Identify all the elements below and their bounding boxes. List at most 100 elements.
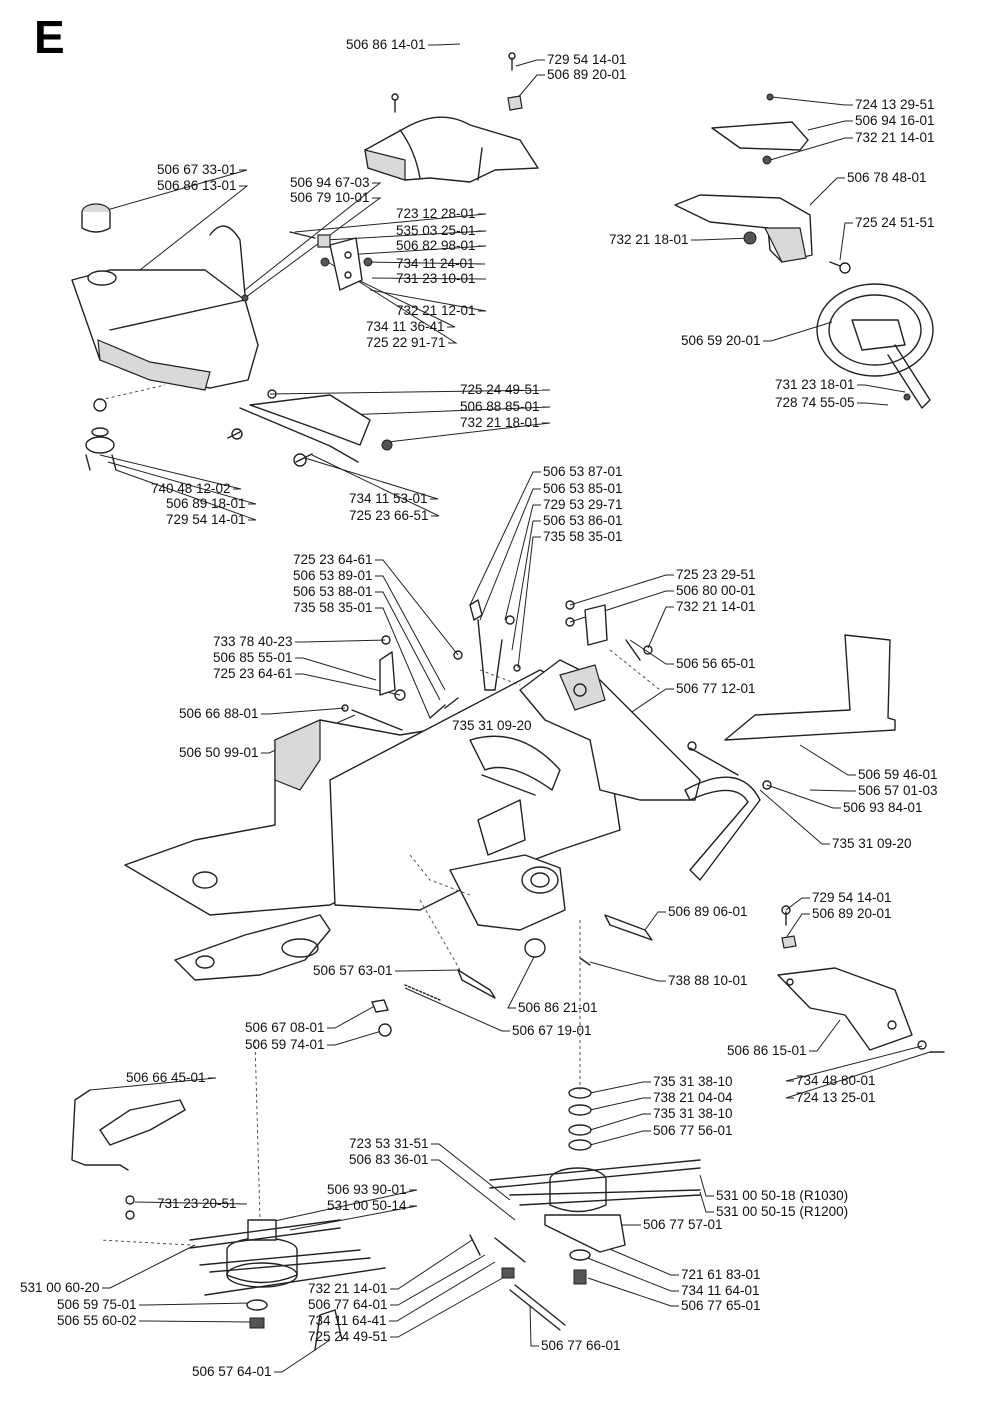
part-number-label: 729 54 14-01	[166, 512, 246, 527]
leader-line	[375, 591, 441, 701]
part-number-label: 506 66 45-01	[126, 1070, 206, 1085]
leader-line	[809, 1019, 841, 1052]
brackets-drawing	[227, 231, 393, 467]
seat-pan-drawing	[364, 52, 539, 183]
leader-line	[107, 461, 257, 505]
leader-line	[311, 454, 440, 517]
part-number-label: 506 83 36-01	[349, 1152, 429, 1167]
part-number-label: 506 67 08-01	[245, 1020, 325, 1035]
leader-line	[387, 422, 551, 443]
dashboard-drawing	[674, 93, 934, 409]
leader-line	[357, 279, 456, 328]
leader-line	[619, 688, 674, 721]
leader-line	[589, 1081, 651, 1094]
leader-line	[390, 1254, 486, 1306]
linkage-drawing	[379, 599, 653, 719]
leader-line	[529, 1304, 539, 1347]
leader-line	[431, 1143, 511, 1201]
leader-line	[857, 402, 889, 406]
part-number-label: 725 24 49-51	[460, 382, 540, 397]
leader-line	[759, 789, 830, 845]
part-number-label: 725 23 66-51	[349, 508, 429, 523]
leader-line	[857, 384, 906, 393]
part-number-label: 734 11 64-41	[308, 1313, 387, 1328]
part-number-label: 506 89 06-01	[668, 904, 748, 919]
leader-line	[785, 1051, 931, 1099]
part-number-label: 506 85 55-01	[213, 650, 293, 665]
leader-line	[569, 574, 674, 606]
part-number-label: 506 93 84-01	[843, 800, 923, 815]
leader-line	[428, 43, 461, 46]
part-number-label: 734 11 64-01	[681, 1283, 760, 1298]
leader-line	[289, 1205, 418, 1231]
part-number-label: 506 77 65-01	[681, 1298, 761, 1313]
leader-line	[367, 261, 486, 265]
part-number-label: 734 48 80-01	[796, 1073, 876, 1088]
leader-line	[294, 213, 487, 233]
part-number-label: 506 59 46-01	[858, 767, 938, 782]
part-number-label: 732 21 18-01	[460, 415, 540, 430]
part-number-label: 721 61 83-01	[681, 1267, 761, 1282]
leader-line	[809, 177, 845, 206]
leader-line	[134, 1201, 248, 1205]
leader-line	[390, 1239, 473, 1290]
leader-line	[644, 911, 666, 931]
part-number-label: 734 11 24-01	[396, 256, 475, 271]
construction-lines	[99, 384, 661, 1246]
part-number-label: 506 89 20-01	[812, 906, 892, 921]
part-number-label: 506 77 57-01	[643, 1217, 723, 1232]
part-number-label: 506 59 74-01	[245, 1037, 325, 1052]
part-number-label: 506 53 89-01	[293, 568, 373, 583]
leader-line	[295, 639, 386, 643]
part-number-label: 733 78 40-23	[213, 634, 293, 649]
leader-line	[139, 1320, 253, 1323]
part-number-label: 506 67 33-01	[157, 162, 237, 177]
part-number-label: 531 00 50-18 (R1030)	[716, 1188, 849, 1203]
leader-line	[699, 1191, 714, 1213]
leader-line	[599, 1244, 679, 1276]
leader-line	[295, 657, 377, 681]
leader-line	[799, 744, 856, 776]
part-number-label: 506 94 67-03	[290, 175, 370, 190]
part-number-label: 732 21 18-01	[609, 232, 689, 247]
leader-line	[785, 1045, 923, 1082]
part-number-label: 506 53 86-01	[543, 513, 623, 528]
part-number-label: 506 89 20-01	[547, 67, 627, 82]
leader-line	[241, 197, 382, 301]
fuel-tank-drawing	[71, 203, 259, 471]
leader-line	[389, 1261, 496, 1322]
leader-line	[269, 389, 551, 395]
part-number-label: 506 66 88-01	[179, 706, 259, 721]
foot-plate-drawing	[687, 634, 896, 790]
part-number-label: 531 00 60-20	[20, 1280, 100, 1295]
section-letter: E	[34, 11, 65, 63]
leader-line	[629, 639, 674, 665]
leader-line	[763, 321, 833, 342]
leader-line	[99, 454, 242, 490]
leader-line	[431, 1159, 516, 1221]
leader-lines	[89, 43, 931, 1373]
leader-line	[244, 182, 382, 291]
part-number-label: 729 54 14-01	[812, 890, 892, 905]
leader-line	[839, 222, 853, 261]
part-number-label: 723 12 28-01	[396, 206, 476, 221]
part-number-label: 732 21 14-01	[855, 130, 935, 145]
leader-line	[504, 504, 541, 621]
leader-line	[102, 1244, 196, 1289]
part-number-label: 738 21 04-04	[653, 1090, 733, 1105]
leader-line	[295, 673, 401, 696]
leader-line	[785, 913, 810, 939]
leader-line	[324, 230, 487, 241]
part-number-label: 732 21 12-01	[396, 303, 476, 318]
rods-springs-drawing	[341, 704, 653, 1037]
part-number-label: 506 55 60-02	[57, 1313, 137, 1328]
part-number-label: 506 53 88-01	[293, 584, 373, 599]
part-number-label: 729 53 29-71	[543, 497, 623, 512]
leader-line	[375, 607, 431, 719]
leader-line	[517, 536, 541, 669]
leader-line	[390, 1274, 509, 1338]
part-number-label: 725 23 29-51	[676, 567, 756, 582]
part-number-label: 728 74 55-05	[775, 395, 855, 410]
leader-line	[115, 469, 257, 521]
